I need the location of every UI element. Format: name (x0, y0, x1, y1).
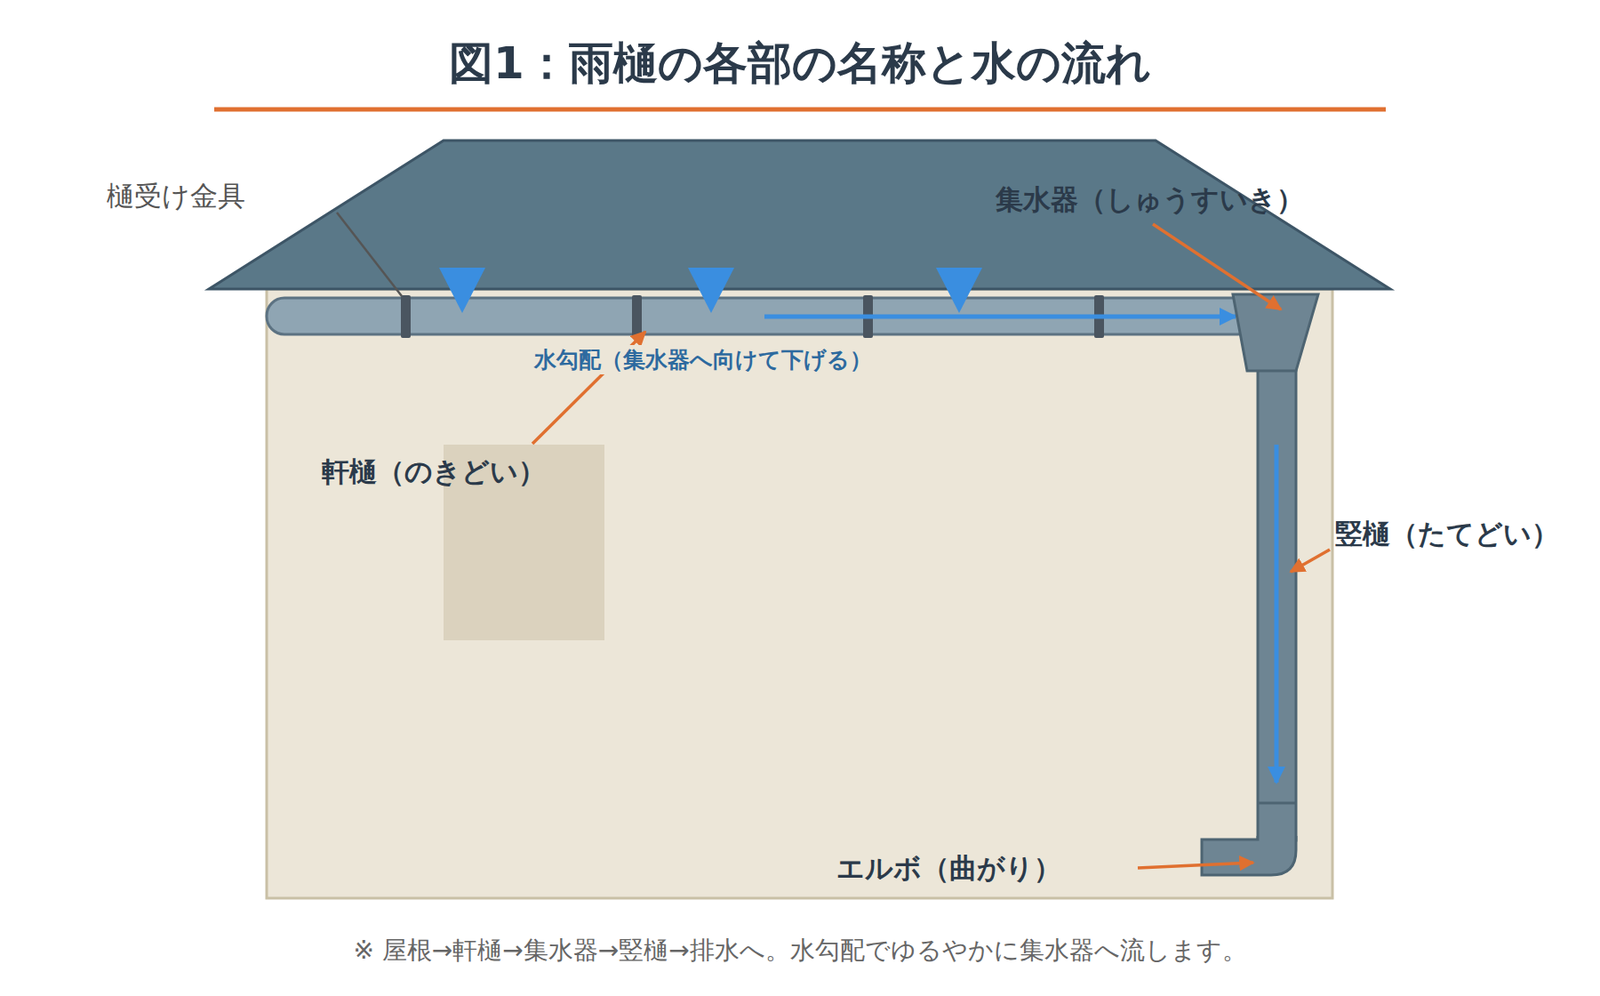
elbow (1201, 835, 1296, 875)
roof (208, 140, 1391, 289)
part-label: 樋受け金具 (106, 177, 246, 216)
rain-drop-arrows (439, 267, 983, 313)
diagram-title: 図1：雨樋の各部の名称と水の流れ (0, 33, 1600, 94)
callout-arrows (532, 224, 1330, 868)
joint-line (1257, 801, 1296, 805)
part-label: 竪樋（たてどい） (1335, 515, 1560, 553)
downspout (1257, 368, 1296, 840)
flow-arrow (764, 314, 1236, 320)
eaves-gutter (266, 297, 1256, 335)
part-label: 軒樋（のきどい） (321, 453, 546, 491)
part-label: 集水器（しゅうすいき） (995, 181, 1304, 219)
leader-line (336, 212, 402, 296)
title-underline (214, 107, 1386, 112)
flow-arrow (1274, 444, 1280, 783)
house-wall (266, 288, 1333, 898)
caption-note: ※ 屋根→軒樋→集水器→竪樋→排水へ。水勾配でゆるやかに集水器へ流します。 (0, 933, 1600, 968)
part-label: エルボ（曲がり） (836, 849, 1062, 888)
slope-note: 水勾配（集水器へ向けて下げる） (531, 344, 875, 375)
